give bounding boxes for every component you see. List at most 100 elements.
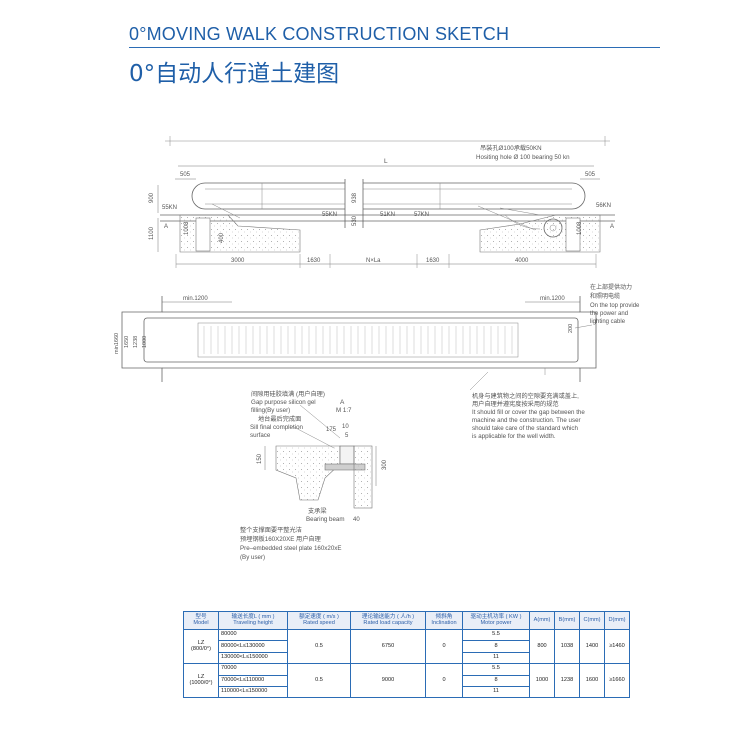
detail-gap-en-1: Gap purpose silicon gel [251, 399, 316, 406]
detail-final-en-1: Sill final completion [250, 424, 304, 431]
detail-plate-en-2: (By user) [240, 554, 265, 561]
th-motor-cn: 驱动主机功率 ( KW ) [470, 613, 522, 620]
table-row: 80000<L≤130000 8 [184, 640, 630, 653]
detail-beam-en: Bearing beam [306, 516, 345, 523]
mark-a-left: A [164, 224, 168, 230]
dim-3000: 3000 [231, 258, 245, 264]
plan-view: min.1200 min.1200 min1660 1650 1238 1000… [114, 283, 640, 382]
detail-dim-150: 150 [257, 453, 263, 464]
title-divider [129, 47, 660, 48]
table-row: 130000<L≤150000 11 [184, 651, 630, 665]
th-incl-en: Inclination [431, 619, 457, 626]
cell-model-sub: (1000/0°) [189, 679, 213, 686]
dim-1630-left: 1630 [307, 258, 321, 264]
detail-scale: M 1:7 [336, 407, 352, 414]
th-incl-cn: 倾斜角 [435, 613, 453, 620]
cell-length: 130000<L≤150000 [218, 651, 288, 665]
table-row: LZ(1000/0°) 70000 0.5 9000 0 5.5 1000 12… [183, 663, 630, 699]
gap-note-cn-1: 机身与建筑物之间的空隙要充满或盖上, [472, 392, 579, 400]
th-len-en: Traveling height [233, 619, 273, 626]
detail-final-cn: 地台最后完成面 [258, 415, 301, 423]
dim-1008-right: 1008 [577, 221, 583, 235]
table-row: LZ(800/0°) 80000 0.5 6750 0 5.5 800 1038… [183, 628, 630, 665]
plan-dim-1238: 1238 [133, 336, 139, 348]
th-speed-en: Rated speed [303, 619, 335, 626]
plan-min-right: min.1200 [540, 296, 565, 302]
plan-dim-1650: 1650 [124, 336, 130, 348]
th-model-cn: 型号 [195, 613, 207, 620]
gap-note-en-1: It should fill or cover the gap between … [472, 409, 585, 416]
plan-dim-200: 200 [568, 324, 574, 333]
dim-1630-right: 1630 [426, 258, 440, 264]
cell-length: 110000<L≤150000 [218, 685, 288, 699]
cell-d: ≥1660 [604, 663, 630, 699]
load-55kn: 55KN [322, 212, 337, 218]
mark-a-right: A [610, 224, 614, 230]
cell-motor: 5.5 [462, 628, 530, 642]
dim-56kn: 56KN [596, 203, 611, 209]
cell-model: LZ [197, 639, 205, 646]
dim-L: L [384, 158, 388, 165]
plan-dim-min1660: min1660 [114, 333, 120, 354]
detail-dim-10: 10 [342, 424, 349, 430]
cell-length: 80000<L≤130000 [218, 640, 288, 653]
plan-note-en-3: lighting cable [590, 319, 626, 325]
detail-final-en-2: surface [250, 432, 271, 439]
table-row: 110000<L≤150000 11 [184, 685, 630, 699]
cell-capacity: 9000 [350, 663, 426, 699]
cell-d: ≥1460 [604, 628, 630, 665]
detail-dim-5: 5 [345, 433, 349, 439]
dim-4000: 4000 [515, 258, 529, 264]
elevation-view: 吊装孔Ø100承载50KN Hositing hole Ø 100 bearin… [149, 136, 615, 268]
cell-speed: 0.5 [287, 628, 351, 665]
cell-motor: 5.5 [462, 663, 530, 676]
cell-a: 800 [529, 628, 555, 665]
plan-note-en-1: On the top provide [590, 303, 640, 309]
plan-note-cn-1: 在上部提供动力 [590, 283, 632, 291]
dim-938: 938 [352, 192, 358, 203]
th-model-en: Model [193, 619, 209, 626]
construction-sketch: 吊装孔Ø100承载50KN Hositing hole Ø 100 bearin… [114, 136, 640, 561]
detail-gap-en-2: filling(By user) [251, 407, 290, 414]
cell-c: 1600 [579, 663, 605, 699]
cell-motor: 11 [462, 685, 530, 699]
th-speed-cn: 额定速度 ( m/s ) [299, 613, 339, 620]
th-d: D(mm) [604, 611, 630, 630]
table-row: 70000<L≤110000 8 [184, 674, 630, 687]
cell-length: 70000 [218, 663, 288, 676]
hoist-note-cn: 吊装孔Ø100承载50KN [480, 144, 542, 152]
detail-dim-175: 175 [326, 427, 337, 433]
cell-motor: 8 [462, 640, 530, 653]
th-b: B(mm) [554, 611, 580, 630]
cell-model: LZ [197, 673, 205, 680]
detail-gap-cn: 间隙用硅胶填满 (用户自理) [251, 390, 325, 398]
gap-note-en-2: machine and the construction. The user [472, 417, 581, 424]
cell-model-sub: (800/0°) [191, 645, 211, 652]
plan-dim-1000: 1000 [142, 336, 148, 348]
gap-note-cn-2: 用户自理并遵宪度按采用的规范 [472, 400, 559, 408]
detail-support-cn: 整个支撑面要平整光洁 [240, 526, 302, 534]
dim-1008-left: 1008 [184, 221, 190, 235]
hoist-note-en: Hositing hole Ø 100 bearing 50 kn [476, 154, 570, 161]
detail-plate-cn: 预埋钢板160X20XE 用户自理 [240, 535, 321, 543]
cell-length: 80000 [218, 628, 288, 642]
dim-1100: 1100 [149, 226, 155, 240]
th-a: A(mm) [529, 611, 555, 630]
gap-note-en-4: is applicable for the well width. [472, 433, 556, 440]
cell-inclination: 0 [425, 628, 463, 665]
gap-note-en-3: should take care of the standard which [472, 425, 578, 432]
cell-b: 1038 [554, 628, 580, 665]
plan-min-left: min.1200 [183, 296, 208, 302]
detail-dim-40: 40 [353, 517, 360, 523]
title-english: 0°MOVING WALK CONSTRUCTION SKETCH [129, 24, 510, 44]
cell-motor: 11 [462, 651, 530, 665]
detail-plate-en-1: Pre–embedded steel plate 160x20xE [240, 545, 341, 552]
th-c: C(mm) [579, 611, 605, 630]
cell-inclination: 0 [425, 663, 463, 699]
dim-400: 400 [219, 232, 225, 243]
dim-55kn-left: 55KN [162, 205, 177, 211]
plan-note-en-2: the power and [590, 311, 628, 317]
